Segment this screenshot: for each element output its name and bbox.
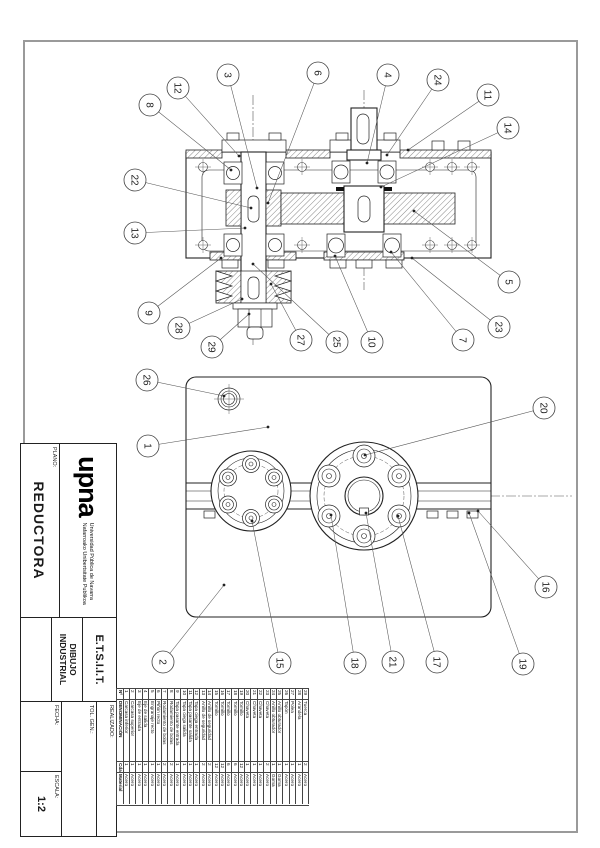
balloon-number: 20 bbox=[538, 402, 549, 414]
balloon-number: 11 bbox=[482, 90, 493, 101]
balloon-24: 24 bbox=[385, 68, 450, 157]
balloon-number: 21 bbox=[387, 656, 398, 668]
balloon-7: 7 bbox=[389, 250, 475, 352]
balloon-21: 21 bbox=[364, 511, 405, 674]
balloon-17: 17 bbox=[396, 514, 449, 674]
balloon-14: 14 bbox=[379, 116, 520, 189]
balloon-28: 28 bbox=[167, 297, 244, 340]
balloon-18: 18 bbox=[329, 513, 367, 675]
balloon-number: 13 bbox=[129, 227, 140, 239]
balloon-number: 14 bbox=[502, 122, 513, 134]
balloon-5: 5 bbox=[412, 209, 521, 294]
input-blind-cover bbox=[221, 132, 287, 153]
pinion-gear bbox=[225, 189, 282, 227]
balloon-29: 29 bbox=[200, 312, 251, 359]
output-gear bbox=[280, 185, 456, 233]
flange-bolts bbox=[219, 455, 283, 527]
shaft-seal bbox=[336, 187, 344, 191]
section-view bbox=[185, 90, 492, 345]
balloon-number: 1 bbox=[142, 443, 153, 449]
balloon-number: 23 bbox=[493, 321, 504, 333]
balloon-20: 20 bbox=[363, 396, 556, 457]
balloon-number: 4 bbox=[382, 72, 393, 78]
balloon-number: 26 bbox=[141, 374, 152, 386]
balloon-number: 29 bbox=[206, 341, 217, 353]
shaft-seal bbox=[384, 187, 392, 191]
ball-bearings bbox=[223, 160, 402, 258]
balloon-12: 12 bbox=[166, 76, 241, 158]
input-flange bbox=[210, 450, 292, 532]
balloon-3: 3 bbox=[216, 63, 259, 190]
balloon-number: 16 bbox=[540, 581, 551, 593]
balloon-number: 27 bbox=[295, 334, 306, 346]
balloon-number: 9 bbox=[143, 310, 154, 316]
balloon-number: 6 bbox=[312, 70, 323, 76]
balloon-number: 10 bbox=[366, 336, 377, 348]
balloon-4: 4 bbox=[365, 63, 400, 165]
balloon-number: 7 bbox=[457, 337, 468, 343]
balloon-number: 18 bbox=[349, 657, 360, 669]
output-flange bbox=[309, 441, 419, 551]
keyway-notch bbox=[359, 507, 369, 516]
v-belt-pulley bbox=[214, 270, 293, 304]
balloon-13: 13 bbox=[123, 221, 247, 245]
balloon-number: 15 bbox=[274, 657, 285, 669]
oil-plug bbox=[214, 384, 244, 414]
balloon-10: 10 bbox=[333, 254, 384, 354]
washer bbox=[232, 302, 278, 310]
balloon-number: 24 bbox=[432, 74, 443, 86]
balloon-26: 26 bbox=[135, 368, 226, 398]
balloon-16: 16 bbox=[476, 509, 558, 599]
balloon-15: 15 bbox=[250, 519, 292, 675]
balloon-number: 8 bbox=[144, 102, 155, 108]
balloon-27: 27 bbox=[269, 282, 313, 352]
balloon-number: 17 bbox=[431, 656, 442, 668]
balloon-number: 12 bbox=[172, 82, 183, 94]
flange-bolts bbox=[317, 444, 411, 548]
balloon-2: 2 bbox=[151, 583, 226, 674]
balloon-number: 2 bbox=[157, 659, 168, 665]
housing-bolt-holes bbox=[195, 159, 480, 253]
balloon-number: 3 bbox=[222, 72, 233, 78]
balloon-number: 19 bbox=[517, 658, 528, 670]
balloon-19: 19 bbox=[467, 511, 535, 676]
balloon-9: 9 bbox=[137, 256, 223, 325]
balloon-number: 5 bbox=[503, 279, 514, 285]
balloon-1: 1 bbox=[136, 425, 270, 458]
balloon-22: 22 bbox=[123, 168, 253, 210]
balloon-25: 25 bbox=[251, 262, 349, 354]
output-shaft bbox=[346, 107, 382, 161]
balloon-23: 23 bbox=[410, 256, 511, 339]
balloon-11: 11 bbox=[406, 83, 500, 152]
balloon-number: 22 bbox=[129, 174, 140, 186]
balloon-number: 25 bbox=[331, 336, 342, 348]
plan-view bbox=[185, 376, 572, 618]
hex-nut bbox=[237, 308, 273, 340]
balloon-8: 8 bbox=[138, 93, 233, 172]
balloon-6: 6 bbox=[266, 61, 330, 205]
balloon-number: 28 bbox=[173, 322, 184, 334]
